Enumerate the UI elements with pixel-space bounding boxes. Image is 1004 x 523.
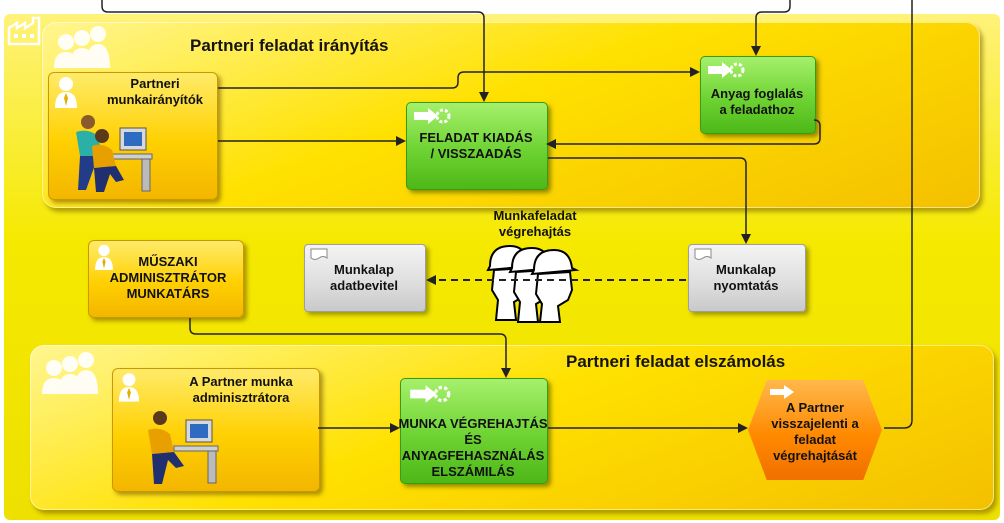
connector-top-to-anyag [751,0,791,56]
connector-top-to-feladat [101,0,489,102]
connector-role-to-anyag [218,67,700,89]
process-arrow-gear-icon [414,108,451,124]
role-technical-admin [88,240,244,318]
worker-at-computer-icon [148,411,219,484]
document-icon [694,248,712,260]
process-arrow-gear-icon [410,385,451,403]
lane-title-top: Partneri feladat irányítás [190,36,389,55]
connector-feladat-to-nyomtatas [548,157,751,244]
event-partner-reports-completion[interactable] [748,380,882,480]
connector-event-up [884,0,913,429]
event-arrow-icon [770,385,794,399]
lane-title-bottom: Partneri feladat elszámolás [566,352,786,371]
people-group-icon [42,352,98,394]
person-icon [118,373,140,402]
process-arrow-gear-icon [708,62,745,78]
connector-anyag-to-feladat [546,119,821,149]
factory-icon [7,16,41,46]
person-icon [55,77,77,108]
connector-admin-to-vegrehajtas [189,318,511,378]
document-icon [310,248,328,260]
person-icon [95,244,113,270]
people-group-icon [54,26,110,68]
task-feladat-kiadas-label: FELADAT KIADÁS/ VISSZAADÁS [419,130,533,161]
worker-at-computer-icon [76,115,153,192]
